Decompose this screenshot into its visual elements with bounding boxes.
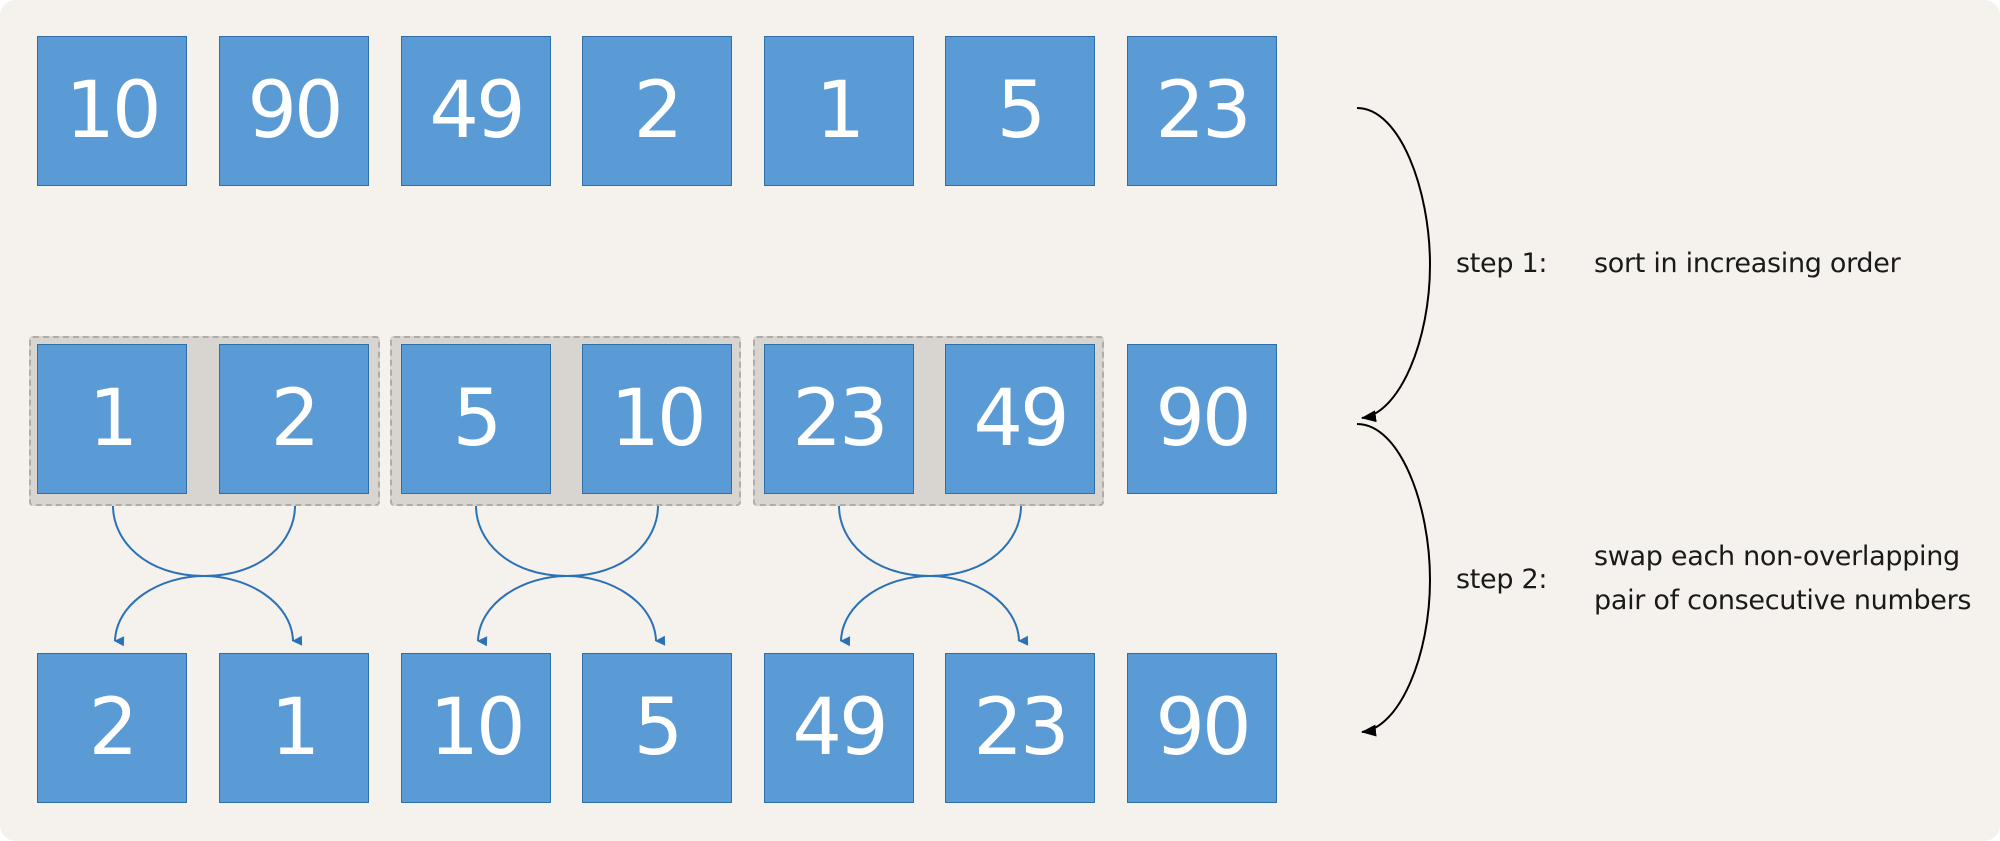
number-box: 1 xyxy=(37,344,187,494)
swap-arrow-in-left xyxy=(475,505,568,577)
number-box: 2 xyxy=(582,36,732,186)
number-box: 49 xyxy=(401,36,551,186)
number-box: 10 xyxy=(401,653,551,803)
step-2-arrow xyxy=(1356,423,1432,737)
swap-arrow-in-right xyxy=(566,505,659,577)
number-box: 49 xyxy=(945,344,1095,494)
step-1-label: step 1: xyxy=(1456,248,1548,279)
number-box: 90 xyxy=(1127,344,1277,494)
number-box: 90 xyxy=(1127,653,1277,803)
swap-arrow-in-left xyxy=(838,505,931,577)
number-box: 5 xyxy=(945,36,1095,186)
number-box: 1 xyxy=(764,36,914,186)
number-box: 23 xyxy=(1127,36,1277,186)
number-box: 49 xyxy=(764,653,914,803)
swap-arrows-pair-2 xyxy=(475,505,666,647)
swap-arrows-pair-3 xyxy=(838,505,1029,647)
number-box: 10 xyxy=(582,344,732,494)
number-box: 1 xyxy=(219,653,369,803)
swap-arrow-in-left xyxy=(112,505,205,577)
swap-arrow-out-left xyxy=(114,575,205,647)
step-1-description: sort in increasing order xyxy=(1594,248,1901,279)
swap-arrow-out-right xyxy=(566,575,666,646)
step-2-description-line-1: swap each non-overlapping xyxy=(1594,541,1960,572)
number-box: 2 xyxy=(219,344,369,494)
swap-arrow-out-left xyxy=(840,575,931,647)
swap-arrow-out-left xyxy=(477,575,568,647)
number-box: 5 xyxy=(582,653,732,803)
number-box: 23 xyxy=(764,344,914,494)
number-box: 90 xyxy=(219,36,369,186)
number-box: 2 xyxy=(37,653,187,803)
swap-arrow-in-right xyxy=(203,505,296,577)
swap-arrow-out-right xyxy=(203,575,303,646)
step-2-description-line-2: pair of consecutive numbers xyxy=(1594,585,1972,616)
swap-arrows-pair-1 xyxy=(112,505,303,647)
step-1-arrow xyxy=(1356,107,1432,423)
step-2-label: step 2: xyxy=(1456,564,1548,595)
number-box: 23 xyxy=(945,653,1095,803)
swap-arrow-in-right xyxy=(929,505,1022,577)
number-box: 5 xyxy=(401,344,551,494)
number-box: 10 xyxy=(37,36,187,186)
swap-arrow-out-right xyxy=(929,575,1029,646)
